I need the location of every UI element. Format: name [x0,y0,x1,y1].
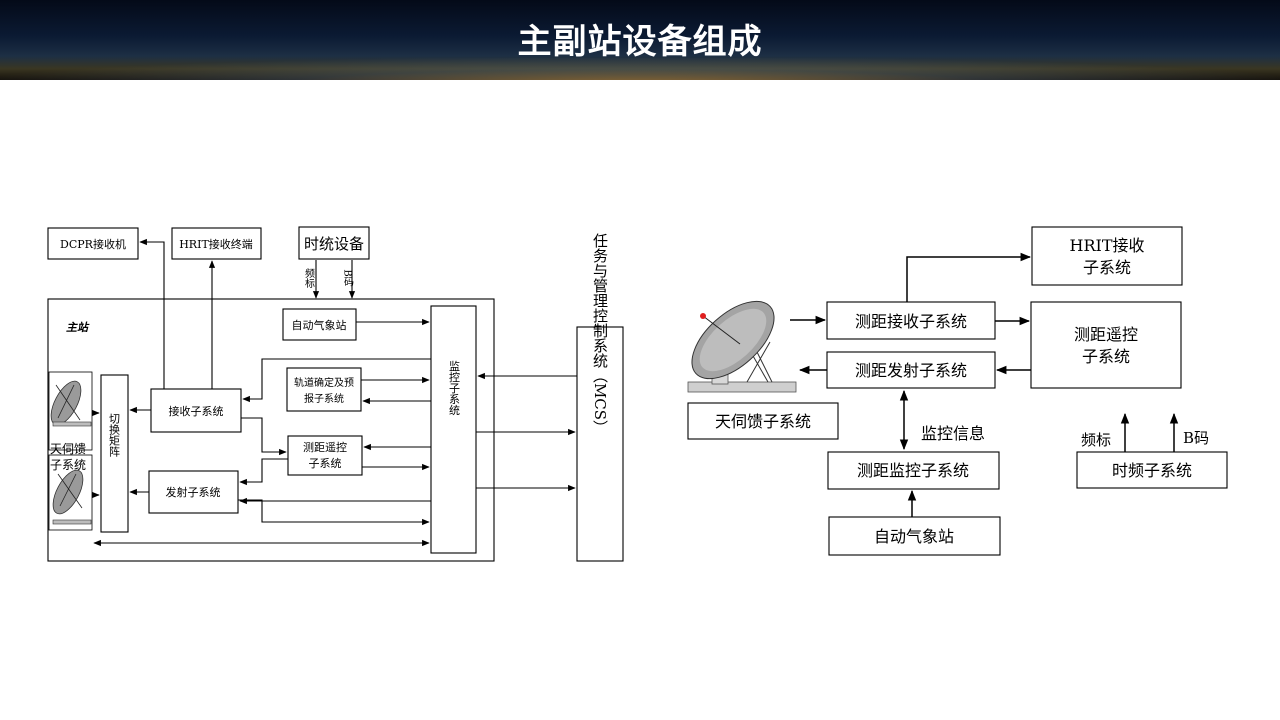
antenna-subsystem-box: 天伺馈子系统 [687,402,839,440]
weather-station-label: 自动气象站 [292,318,347,332]
time-freq-label: 时频子系统 [1112,461,1192,480]
ranging-transmit-label: 测距发射子系统 [855,361,967,380]
ranging-monitor-box: 测距监控子系统 [827,451,1000,490]
hrit-subsystem-line2: 子系统 [1083,258,1131,277]
b-code-label: B码 [1183,429,1209,447]
antenna-subsystem-label: 天伺馈子系统 [715,412,811,431]
antenna-label-line1: 天伺馈 [50,442,86,456]
hrit-terminal-label: HRIT接收终端 [179,237,253,251]
antenna-dish-upper [48,371,93,451]
orbit-label-line1: 轨道确定及预 [294,376,354,389]
banner-glow [0,58,1280,80]
dcpr-receiver-label: DCPR接收机 [60,237,126,251]
transmit-label: 发射子系统 [166,485,221,499]
weather-station-right-label: 自动气象站 [874,527,954,546]
transmit-subsystem-box: 发射子系统 [148,470,239,514]
switch-matrix-box: 切换矩阵 [100,374,129,533]
freq-std-label: 频标 [1081,431,1111,449]
time-signal-b-label: B码 [342,269,354,287]
dcpr-receiver-box: DCPR接收机 [47,227,139,260]
weather-station-box-right: 自动气象站 [828,516,1001,556]
orbit-subsystem-box: 轨道确定及预 报子系统 [286,367,362,412]
monitor-label: 监控子系统 [448,360,461,415]
hrit-subsystem-line1: HRIT接收 [1070,236,1145,255]
orbit-label-line2: 报子系统 [304,392,344,405]
antenna-label-line2: 子系统 [50,458,86,472]
weather-station-box: 自动气象站 [282,308,357,341]
ranging-monitor-label: 测距监控子系统 [857,461,969,480]
ranging-tmtc-right-line1: 测距遥控 [1074,325,1138,344]
ranging-receive-box: 测距接收子系统 [826,301,996,340]
antenna-dish-lower [48,454,93,531]
receive-subsystem-box: 接收子系统 [150,388,242,433]
ranging-transmit-box: 测距发射子系统 [826,351,996,389]
ranging-tmtc-box: 测距遥控 子系统 [287,435,363,476]
time-equipment-box: 时统设备 [298,226,370,260]
monitor-subsystem-box: 监控子系统 [430,305,477,554]
time-freq-box: 时频子系统 [1076,451,1228,489]
time-equipment-label: 时统设备 [304,235,364,253]
hrit-subsystem-box: HRIT接收 子系统 [1031,226,1183,286]
mcs-box: 任务与管理控制系统（MCS） [576,233,624,562]
title-banner: 主副站设备组成 [0,0,1280,80]
ranging-tmtc-line1: 测距遥控 [303,440,347,454]
page-title: 主副站设备组成 [517,22,763,62]
time-signal-a-label: 频标 [303,267,315,289]
ranging-tmtc-box-right: 测距遥控 子系统 [1030,301,1182,389]
mcs-label: 任务与管理控制系统（MCS） [591,233,609,435]
hrit-terminal-box: HRIT接收终端 [171,227,262,260]
monitor-info-label: 监控信息 [921,424,985,443]
right-connectors [790,252,1179,517]
ranging-tmtc-right-line2: 子系统 [1082,347,1130,366]
left-diagram: DCPR接收机 HRIT接收终端 时统设备 频标 B码 主站 [47,226,624,562]
receive-label: 接收子系统 [169,404,224,418]
antenna-dish-large [687,300,797,393]
ranging-receive-label: 测距接收子系统 [855,312,967,331]
switch-matrix-label: 切换矩阵 [108,413,121,458]
left-connectors [92,238,577,547]
main-station-label: 主站 [66,321,90,334]
ranging-tmtc-line2: 子系统 [309,457,342,470]
right-diagram: HRIT接收 子系统 测距接收子系统 测距遥控 子系统 测距发射子系统 [687,226,1228,556]
